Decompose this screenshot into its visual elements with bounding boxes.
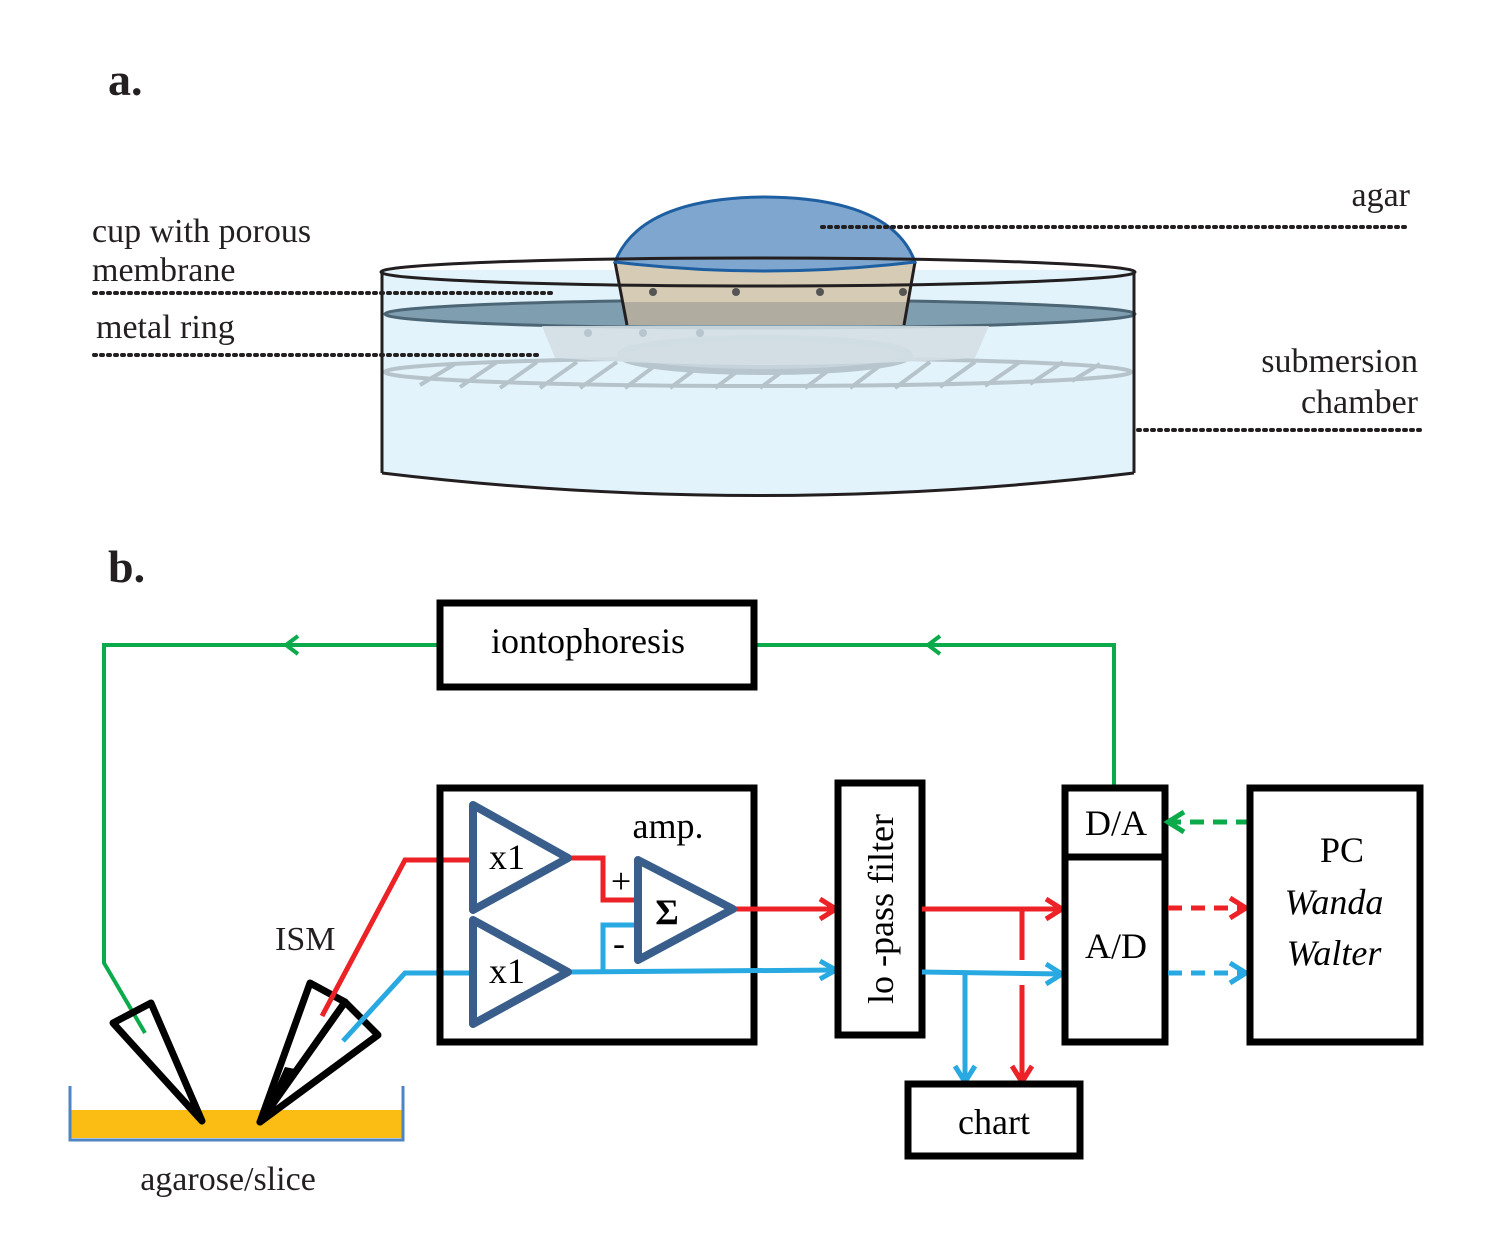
label-cup-line1: cup with porous	[92, 213, 311, 250]
da-label: D/A	[1085, 803, 1147, 843]
buffer-amp-bottom	[469, 916, 572, 1028]
minus-sign: -	[613, 923, 625, 963]
ad-label: A/D	[1085, 926, 1147, 966]
agar-dome	[612, 195, 918, 273]
buffer-top-label: x1	[489, 837, 525, 877]
amplifier-block	[436, 784, 758, 1046]
label-metal-ring: metal ring	[96, 309, 235, 346]
reference-wire	[341, 970, 470, 1043]
software-wanda: Wanda	[1285, 882, 1384, 922]
label-agar: agar	[1351, 177, 1410, 214]
label-ism: ISM	[275, 921, 335, 958]
plus-sign: +	[611, 861, 631, 901]
chart-label: chart	[958, 1102, 1030, 1142]
summing-amp	[634, 856, 737, 964]
panel-a-letter: a.	[108, 54, 143, 105]
label-slice: agarose/slice	[140, 1161, 316, 1198]
buffer-bottom-label: x1	[489, 951, 525, 991]
software-walter: Walter	[1287, 933, 1383, 973]
panel-b-letter: b.	[108, 541, 145, 592]
chart-recorder-block	[904, 1080, 1084, 1160]
agarose-slice-dish	[68, 1086, 405, 1142]
pc-block	[1246, 784, 1424, 1046]
submersion-chamber	[379, 195, 1137, 497]
iontophoresis-block	[436, 599, 758, 691]
pc-label: PC	[1320, 830, 1364, 870]
buffer-amp-top	[469, 801, 572, 914]
label-chamber-line1: submersion	[1261, 343, 1418, 380]
label-cup-line2: membrane	[92, 252, 236, 289]
cup-submerged	[542, 326, 989, 365]
iontophoresis-label: iontophoresis	[491, 621, 685, 661]
ism-signal-wire	[319, 857, 470, 1018]
leader-lines	[92, 225, 1422, 432]
converter-block	[1061, 784, 1169, 1046]
slice	[70, 1110, 403, 1138]
sum-symbol: Σ	[655, 892, 679, 932]
iontophoresis-wire	[102, 634, 1116, 1035]
label-chamber-line2: chamber	[1301, 384, 1419, 421]
reference-output-wire	[567, 967, 839, 975]
iontophoresis-electrode	[109, 999, 206, 1125]
ism-electrode	[256, 979, 382, 1126]
amp-label: amp.	[633, 806, 704, 846]
filter-label: lo -pass filter	[861, 814, 901, 1004]
